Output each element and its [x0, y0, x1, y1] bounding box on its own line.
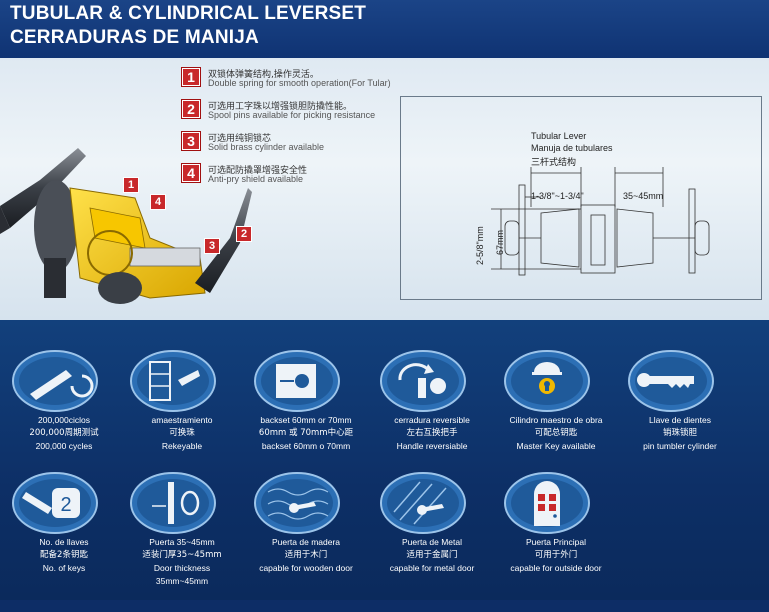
door-thickness-icon	[130, 472, 216, 534]
outside-door-icon	[504, 472, 590, 534]
wooden-door-icon	[254, 472, 340, 534]
dim-height-mm: 67mm	[495, 229, 505, 255]
feature-en: Double spring for smooth operation(For T…	[208, 78, 391, 88]
icon-cell: cerradura reversible 左右互换把手 Handle rever…	[376, 350, 494, 490]
icon-caption: 适用于金属门	[406, 550, 458, 560]
icon-cell: amaestramiento 可换珠 Rekeyable	[126, 350, 244, 490]
dim-backset: 1-3/8"~1-3/4"	[531, 191, 584, 201]
metal-door-icon	[380, 472, 466, 534]
icon-caption: Puerta de madera	[271, 537, 341, 547]
icon-caption: Cilindro maestro de obra	[509, 415, 603, 425]
callout-1: 1	[123, 177, 139, 193]
icon-caption: 200,000ciclos	[38, 415, 90, 425]
icon-caption: 左右互换把手	[406, 428, 458, 438]
icon-caption: 60mm 或 70mm中心距	[258, 428, 354, 438]
icon-caption: 可换珠	[169, 428, 195, 438]
feature-number: 1	[182, 68, 200, 86]
backset-latch-icon	[254, 350, 340, 412]
features-icons-section: 200,000ciclos 200,000周期测试 200,000 cycles…	[0, 320, 769, 600]
reversible-handle-icon	[380, 350, 466, 412]
icon-caption: Puerta 35~45mm	[149, 537, 215, 547]
icon-caption: capable for outside door	[510, 563, 602, 573]
feature-item: 4 可选配防撬罩增强安全性 Anti-pry shield available	[182, 162, 422, 194]
icon-caption: Puerta Principal	[525, 537, 586, 547]
icon-caption: 200,000周期测试	[29, 428, 99, 438]
drawing-title-en: Tubular Lever	[531, 131, 587, 141]
icon-cell: 200,000ciclos 200,000周期测试 200,000 cycles	[8, 350, 126, 490]
icon-caption: backset 60mm o 70mm	[261, 441, 351, 451]
icon-caption: 销珠锁胆	[662, 428, 697, 438]
page-title: TUBULAR & CYLINDRICAL LEVERSET	[10, 3, 367, 24]
key-in-lock-icon	[12, 350, 98, 412]
icon-caption: Master Key available	[516, 441, 596, 451]
drawing-title-es: Manuja de tubulares	[531, 143, 613, 153]
dim-door-thickness: 35~45mm	[623, 191, 664, 201]
feature-item: 1 双锁体弹簧结构,操作灵活。 Double spring for smooth…	[182, 66, 422, 98]
icon-caption: Handle reversiable	[396, 441, 468, 451]
page-header: TUBULAR & CYLINDRICAL LEVERSET CERRADURA…	[0, 0, 769, 58]
feature-zh: 双锁体弹簧结构,操作灵活。	[208, 70, 319, 80]
icon-cell: Puerta de Metal 适用于金属门 capable for metal…	[376, 472, 494, 612]
icon-caption: capable for wooden door	[259, 563, 353, 573]
icon-caption: Puerta de Metal	[401, 537, 462, 547]
two-keys-icon: 2	[12, 472, 98, 534]
icon-caption: 适用于木门	[284, 550, 328, 560]
icon-caption: Door thickness	[153, 563, 211, 573]
icon-cell: Puerta Principal 可用于外门 capable for outsi…	[500, 472, 618, 612]
icon-caption: No. of keys	[42, 563, 86, 573]
icon-cell: Puerta de madera 适用于木门 capable for woode…	[250, 472, 368, 612]
drawing-lines	[491, 167, 710, 276]
feature-zh: 可选用工字珠以增强锁胆防撬性能。	[208, 102, 353, 112]
master-key-icon	[504, 350, 590, 412]
icon-caption: 200,000 cycles	[35, 441, 93, 451]
callout-3: 3	[204, 238, 220, 254]
icon-caption: backset 60mm or 70mm	[260, 415, 352, 425]
feature-en: Spool pins available for picking resista…	[208, 110, 376, 120]
technical-drawing: Tubular Lever Manuja de tubulares 三杆式结构 …	[400, 96, 762, 300]
feature-zh: 可选用纯铜锁芯	[208, 134, 272, 144]
icon-cell: 2 No. de llaves 配备2条钥匙 No. of keys	[8, 472, 126, 612]
icon-cell: Puerta 35~45mm 适装门厚35~45mm Door thicknes…	[126, 472, 244, 612]
icon-caption: No. de llaves	[39, 537, 89, 547]
icon-caption: cerradura reversible	[394, 415, 470, 425]
pin-tumbler-key-icon	[628, 350, 714, 412]
feature-number: 3	[182, 132, 200, 150]
dim-height-in: 2-5/8"mm	[475, 226, 485, 265]
icon-caption: 35mm~45mm	[155, 576, 209, 586]
lever-lock-illustration	[0, 148, 252, 304]
icon-caption: 可用于外门	[534, 550, 578, 560]
icon-caption: 配备2条钥匙	[40, 550, 88, 560]
feature-number: 2	[182, 100, 200, 118]
feature-zh: 可选配防撬罩增强安全性	[208, 166, 308, 176]
icon-cell: backset 60mm or 70mm 60mm 或 70mm中心距 back…	[250, 350, 368, 490]
feature-list: 1 双锁体弹簧结构,操作灵活。 Double spring for smooth…	[182, 66, 422, 194]
page-subtitle: CERRADURAS DE MANIJA	[10, 27, 259, 48]
icon-caption: amaestramiento	[151, 415, 213, 425]
feature-number: 4	[182, 164, 200, 182]
rekey-tool-icon	[130, 350, 216, 412]
feature-en: Anti-pry shield available	[208, 174, 304, 184]
svg-text:2: 2	[60, 494, 71, 516]
icon-caption: Rekeyable	[161, 441, 203, 451]
icon-caption: 适装门厚35~45mm	[142, 550, 222, 560]
feature-en: Solid brass cylinder available	[208, 142, 325, 152]
icon-caption: 可配总钥匙	[534, 428, 578, 438]
product-section: 1 4 3 2 1 双锁体弹簧结构,操作灵活。 Double spring fo…	[0, 58, 769, 320]
drawing-title-zh: 三杆式结构	[531, 158, 577, 168]
feature-item: 2 可选用工字珠以增强锁胆防撬性能。 Spool pins available …	[182, 98, 422, 130]
icon-cell: Cilindro maestro de obra 可配总钥匙 Master Ke…	[500, 350, 618, 490]
feature-item: 3 可选用纯铜锁芯 Solid brass cylinder available	[182, 130, 422, 162]
icon-cell: Llave de dientes 销珠锁胆 pin tumbler cylind…	[624, 350, 742, 490]
callout-4: 4	[150, 194, 166, 210]
icon-caption: pin tumbler cylinder	[643, 441, 717, 451]
callout-2: 2	[236, 226, 252, 242]
icon-caption: capable for metal door	[389, 563, 475, 573]
icon-caption: Llave de dientes	[649, 415, 711, 425]
